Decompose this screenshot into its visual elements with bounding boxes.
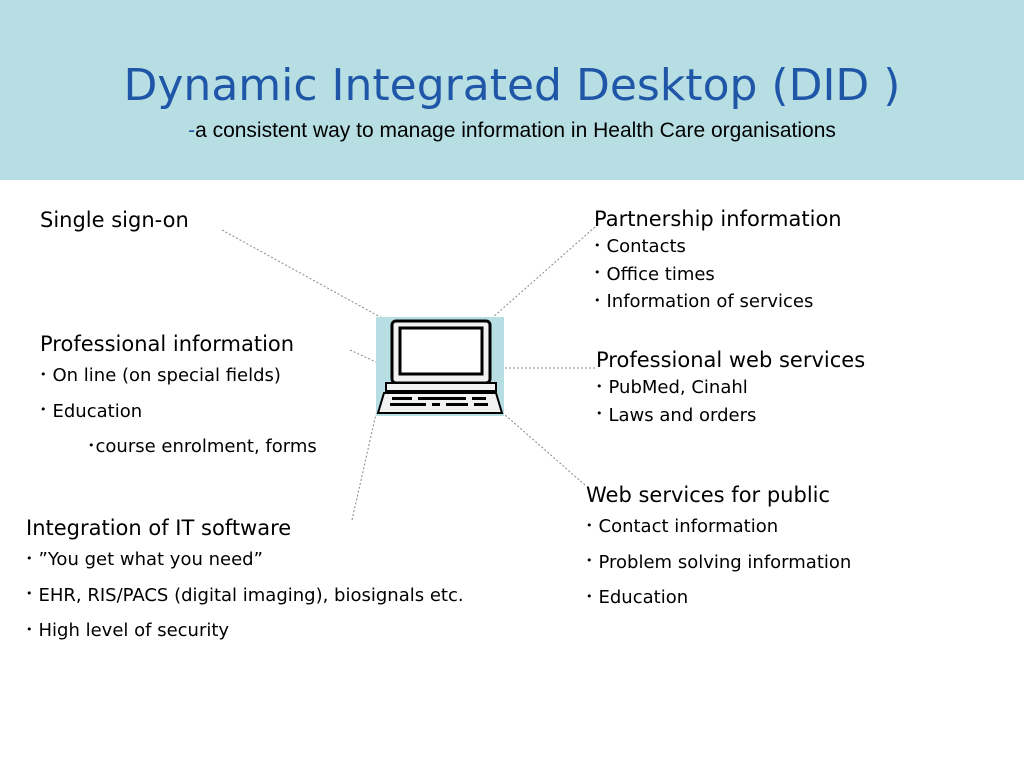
desktop-computer-icon xyxy=(376,317,504,416)
bullet-icon: • xyxy=(594,238,601,252)
list-item: •Education xyxy=(586,587,689,608)
bullet-icon: • xyxy=(596,407,603,420)
integration-heading: Integration of IT software xyxy=(26,516,292,540)
list-item: •PubMed, Cinahl xyxy=(596,377,748,398)
slide-title: Dynamic Integrated Desktop (DID ) xyxy=(123,60,901,111)
bullet-icon: • xyxy=(594,293,601,307)
bullet-icon: • xyxy=(26,551,33,565)
bullet-icon: • xyxy=(40,367,47,381)
single-sign-on-block: Single sign-on xyxy=(40,206,189,234)
list-item: •Laws and orders xyxy=(596,404,757,426)
list-item: •Problem solving information xyxy=(586,551,852,573)
partnership-block: Partnership information •Contacts •Offic… xyxy=(594,205,842,316)
bullet-icon: • xyxy=(586,554,593,567)
professional-info-block: Professional information •On line (on sp… xyxy=(40,330,317,461)
list-item: •High level of security xyxy=(26,620,230,641)
bullet-icon: • xyxy=(26,622,33,636)
connector-integration xyxy=(351,413,377,521)
single-sign-on-heading: Single sign-on xyxy=(40,208,189,232)
connector-single-sign-on xyxy=(221,229,383,319)
bullet-icon: • xyxy=(586,518,593,532)
list-item: •”You get what you need” xyxy=(26,549,263,570)
professional-info-heading: Professional information xyxy=(40,332,295,356)
list-item: •Education xyxy=(40,400,143,422)
slide-subtitle: -a consistent way to manage information … xyxy=(0,118,1024,144)
bullet-icon: • xyxy=(26,587,33,600)
connector-professional-info xyxy=(349,349,377,363)
bullet-icon: • xyxy=(40,403,47,416)
list-sub-item: •course enrolment, forms xyxy=(88,436,317,457)
public-web-heading: Web services for public xyxy=(586,483,831,507)
subtitle-text: a consistent way to manage information i… xyxy=(195,119,836,142)
list-item: •Contact information xyxy=(586,516,779,537)
connector-public-web xyxy=(503,413,586,486)
prof-web-block: Professional web services •PubMed, Cinah… xyxy=(596,346,865,429)
list-item: •Office times xyxy=(594,263,715,285)
bullet-icon: • xyxy=(594,266,601,279)
subtitle-dash: - xyxy=(188,119,196,142)
list-item: •Information of services xyxy=(594,291,814,312)
header-band: Dynamic Integrated Desktop (DID ) -a con… xyxy=(0,0,1024,180)
bullet-icon: • xyxy=(586,589,593,603)
integration-block: Integration of IT software •”You get wha… xyxy=(26,514,464,645)
bullet-icon: • xyxy=(596,379,603,393)
list-item: •EHR, RIS/PACS (digital imaging), biosig… xyxy=(26,584,464,606)
partnership-heading: Partnership information xyxy=(594,207,842,231)
connector-partnership xyxy=(491,226,596,319)
list-item: •On line (on special fields) xyxy=(40,365,281,386)
public-web-block: Web services for public •Contact informa… xyxy=(586,481,851,612)
prof-web-heading: Professional web services xyxy=(596,348,866,372)
bullet-icon: • xyxy=(88,438,95,452)
list-item: •Contacts xyxy=(594,236,686,257)
